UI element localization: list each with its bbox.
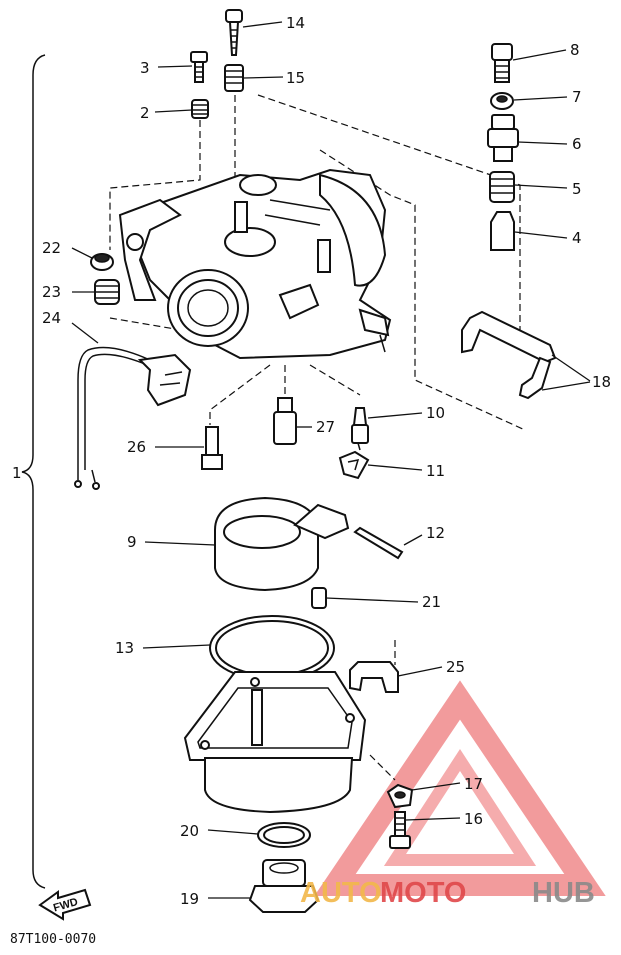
part-jet-26 <box>201 426 223 470</box>
part-spring-23 <box>94 279 120 305</box>
part-bracket-25 <box>349 661 399 693</box>
callout-13: 13 <box>115 639 134 657</box>
callout-4: 4 <box>572 229 582 247</box>
callout-5: 5 <box>572 180 582 198</box>
part-float-bowl <box>183 671 367 814</box>
part-bolt-16 <box>389 811 411 849</box>
callout-10: 10 <box>426 404 445 422</box>
callout-22: 22 <box>42 239 61 257</box>
part-spring-15 <box>224 64 244 92</box>
callout-1: 1 <box>12 464 22 482</box>
part-clip-11 <box>338 450 370 480</box>
part-spring-5 <box>489 171 515 203</box>
part-o-ring-20 <box>257 822 311 848</box>
callout-21: 21 <box>422 593 441 611</box>
callout-9: 9 <box>127 533 137 551</box>
part-needle-valve-10 <box>351 407 369 451</box>
callout-18: 18 <box>592 373 611 391</box>
callout-26: 26 <box>127 438 146 456</box>
callout-19: 19 <box>180 890 199 908</box>
watermark-inner-triangle <box>383 748 537 866</box>
callout-20: 20 <box>180 822 199 840</box>
part-screw-21 <box>311 587 327 609</box>
watermark-hub: HUB <box>532 877 595 909</box>
callout-27: 27 <box>316 418 335 436</box>
part-screw-8 <box>491 43 513 83</box>
callout-15: 15 <box>286 69 305 87</box>
callout-6: 6 <box>572 135 582 153</box>
fwd-arrow: FWD <box>38 888 92 921</box>
part-float-9 <box>214 496 350 592</box>
watermark-text: AUTO MOTO HUB <box>300 877 595 909</box>
callout-16: 16 <box>464 810 483 828</box>
watermark-logo <box>314 680 606 896</box>
callout-2: 2 <box>140 104 150 122</box>
callout-14: 14 <box>286 14 305 32</box>
part-hose-18 <box>461 310 557 400</box>
callout-23: 23 <box>42 283 61 301</box>
callout-11: 11 <box>426 462 445 480</box>
carburetor-body <box>118 168 392 360</box>
callout-3: 3 <box>140 59 150 77</box>
part-sensor-24 <box>74 346 192 490</box>
part-washer-17 <box>386 783 414 809</box>
part-pin-12 <box>353 526 404 560</box>
assembly-bracket <box>21 54 46 889</box>
part-screw-14 <box>225 9 243 56</box>
diagram-code: 87T100-0070 <box>10 932 96 947</box>
part-plunger-4 <box>490 211 515 251</box>
part-holder-6 <box>487 114 519 162</box>
part-screw-3 <box>190 51 208 83</box>
part-jet-27 <box>273 397 297 445</box>
callout-12: 12 <box>426 524 445 542</box>
callout-8: 8 <box>570 41 580 59</box>
callout-17: 17 <box>464 775 483 793</box>
callout-labels: 14 3 15 2 8 7 6 5 4 22 23 24 18 26 27 10… <box>12 14 611 908</box>
part-washer-7 <box>490 92 514 110</box>
watermark-moto: MOTO <box>380 877 466 909</box>
leader-lines <box>71 21 591 899</box>
callout-7: 7 <box>572 88 582 106</box>
callout-25: 25 <box>446 658 465 676</box>
part-washer-22 <box>90 253 114 271</box>
watermark-auto: AUTO <box>300 877 382 909</box>
part-drain-plug-19 <box>248 859 320 913</box>
part-gasket-13 <box>209 615 335 681</box>
callout-24: 24 <box>42 309 61 327</box>
part-spring-2 <box>191 99 209 119</box>
